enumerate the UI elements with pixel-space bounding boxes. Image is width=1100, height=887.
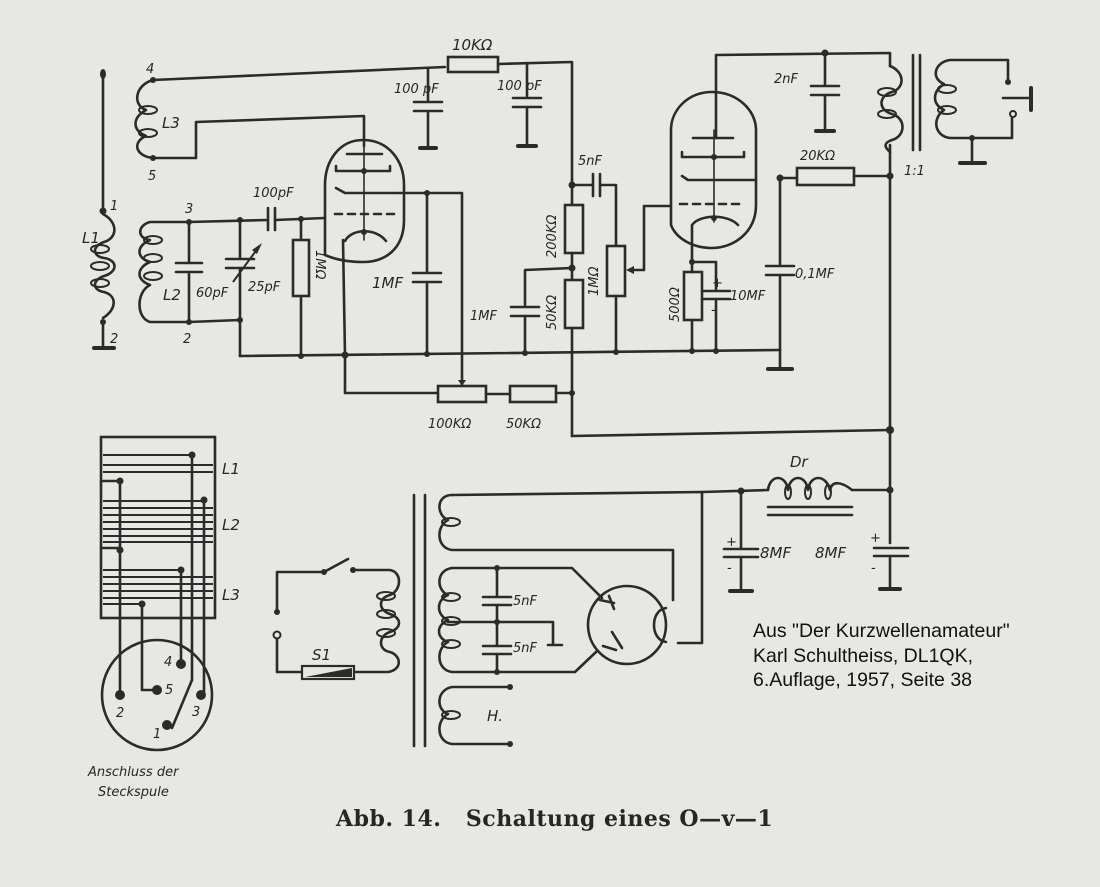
label-50k-div: 50KΩ xyxy=(506,417,541,432)
terminal-2b: 2 xyxy=(183,332,191,347)
socket-label-L1: L1 xyxy=(222,460,240,478)
label-L3: L3 xyxy=(162,114,180,132)
resistor-50k-decouple xyxy=(563,278,585,330)
label-5nf-couple: 5nF xyxy=(578,154,603,169)
label-0-1mf: 0,1MF xyxy=(795,267,835,282)
label-8mf-1: 8MF xyxy=(760,544,791,562)
label-S1: S1 xyxy=(312,646,331,664)
source-line-2: Karl Schultheiss, DL1QK, xyxy=(753,644,974,667)
output-transformer: 1:1 xyxy=(877,53,1033,432)
socket-title-line1: Anschluss der xyxy=(87,765,180,780)
source-line-1: Aus "Der Kurzwellenamateur" xyxy=(753,620,1010,642)
label-100pf-2: 100 pF xyxy=(497,79,542,94)
label-500ohm: 500Ω xyxy=(668,287,683,322)
label-5nf-1: 5nF xyxy=(513,594,538,609)
feedback-coil-L3: L3 4 5 xyxy=(134,62,447,184)
label-100pf-1: 100 pF xyxy=(394,82,439,97)
minus-8mf-2: - xyxy=(871,561,876,576)
resistor-50k-div xyxy=(508,384,558,404)
output-tube: 2nF 500Ω + - 10MF 0,1MF 20KΩ xyxy=(668,49,892,352)
ground-bus xyxy=(238,348,794,371)
label-200k: 200KΩ xyxy=(545,215,560,258)
resistor-20k xyxy=(795,166,856,187)
label-20k: 20KΩ xyxy=(800,149,835,164)
label-10k: 10KΩ xyxy=(452,36,493,54)
label-25pf: 25pF xyxy=(248,280,281,295)
socket-title-line2: Steckspule xyxy=(98,785,169,800)
terminal-1: 1 xyxy=(110,199,118,214)
resistor-500ohm xyxy=(682,270,704,322)
label-100k: 100KΩ xyxy=(428,417,471,432)
label-1mohm-pot: 1MΩ xyxy=(587,267,602,296)
terminal-3: 3 xyxy=(185,202,193,217)
label-1-1: 1:1 xyxy=(904,164,925,179)
socket-pin-3: 3 xyxy=(192,705,200,720)
label-100pf-grid: 100pF xyxy=(253,186,294,201)
top-rail: 10KΩ 100 pF 100 pF xyxy=(394,36,574,182)
label-5nf-2: 5nF xyxy=(513,641,538,656)
label-8mf-2: 8MF xyxy=(815,544,846,562)
plus-10mf: + xyxy=(712,276,723,291)
terminal-4: 4 xyxy=(146,62,154,77)
caption-text: Schaltung eines O—v—1 xyxy=(465,806,774,832)
label-heater: H. xyxy=(487,707,503,725)
resistor-1mohm-grid xyxy=(291,238,311,298)
rectifier-tube xyxy=(586,584,668,666)
socket-label-L3: L3 xyxy=(222,586,240,604)
label-2nf: 2nF xyxy=(774,72,799,87)
socket-label-L2: L2 xyxy=(222,516,240,534)
power-transformer: S1 5nF 5nF H. xyxy=(272,490,704,748)
label-10mf: 10MF xyxy=(730,289,766,304)
label-60pf: 60pF xyxy=(196,286,229,301)
label-1mohm-grid: 1MΩ xyxy=(312,250,327,279)
coupling-network: 200KΩ 50KΩ 1MF 5nF 1MΩ xyxy=(470,154,672,438)
tank-circuit-L2: L2 3 2 60pF 25pF 100pF 1MΩ xyxy=(138,186,327,358)
label-choke: Dr xyxy=(790,453,809,471)
figure-caption: Abb. 14. Schaltung eines O—v—1 xyxy=(336,806,773,832)
source-line-3: 6.Auflage, 1957, Seite 38 xyxy=(753,669,973,691)
socket-pin-1: 1 xyxy=(153,727,161,742)
detector-tube: 1MF xyxy=(323,138,464,395)
antenna-coil-L1: L1 1 2 xyxy=(82,69,118,350)
minus-10mf: - xyxy=(711,303,716,318)
hv-rail: Dr + - 8MF + - 8MF xyxy=(570,426,910,593)
resistor-10k xyxy=(446,55,500,74)
label-L2: L2 xyxy=(163,286,181,304)
resistor-200k xyxy=(563,203,585,255)
terminal-2a: 2 xyxy=(110,332,118,347)
minus-8mf-1: - xyxy=(727,561,732,576)
resistor-100k xyxy=(436,384,488,404)
label-1mf-decouple: 1MF xyxy=(470,309,497,324)
terminal-5: 5 xyxy=(148,169,156,184)
socket-pin-5: 5 xyxy=(165,683,173,698)
label-L1: L1 xyxy=(82,229,100,247)
source-note: Aus "Der Kurzwellenamateur" Karl Schulth… xyxy=(753,619,1010,693)
plus-8mf-1: + xyxy=(726,535,737,550)
caption-number: Abb. 14. xyxy=(336,806,442,832)
coil-socket: 2 5 4 3 1 L1 L2 L3 Anschluss der Stecksp… xyxy=(87,435,240,800)
label-50k-decouple: 50KΩ xyxy=(545,295,560,330)
socket-pin-4: 4 xyxy=(164,655,172,670)
screen-divider: 100KΩ 50KΩ xyxy=(428,380,575,432)
potentiometer-1mohm[interactable] xyxy=(605,244,627,298)
socket-pin-2: 2 xyxy=(116,706,124,721)
plus-8mf-2: + xyxy=(870,531,881,546)
label-1mf-screen: 1MF xyxy=(372,274,403,292)
